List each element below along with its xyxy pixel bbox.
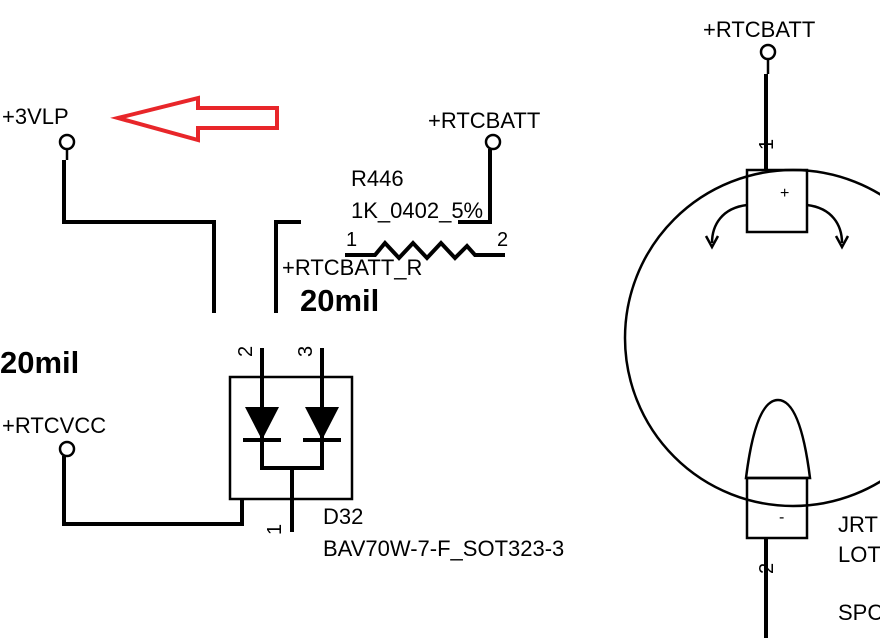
diode-pin3-label: 3: [295, 346, 317, 357]
battery-plus-sign: +: [780, 185, 789, 202]
battery-part-partial: LOT: [838, 542, 880, 567]
diode-refdes: D32: [323, 504, 363, 529]
power-port-rtcvcc: [58, 440, 76, 458]
battery-symbol: [623, 74, 880, 638]
diode-part-number: BAV70W-7-F_SOT323-3: [323, 536, 564, 561]
resistor-pin1: 1: [346, 229, 357, 251]
wire-rtcbatt-mid: [458, 149, 492, 224]
battery-outline: [623, 168, 880, 508]
resistor-symbol: [345, 239, 505, 261]
battery-minus-terminal: [745, 476, 809, 540]
battery-pin2-label: 2: [756, 563, 778, 574]
resistor-refdes: R446: [351, 166, 404, 191]
annotation-arrow: [110, 95, 279, 143]
battery-contact-spring: [744, 398, 812, 480]
power-port-rtcbatt-top: [759, 43, 777, 61]
net-label-rtcbatt-mid: +RTCBATT: [428, 108, 540, 133]
battery-minus-sign: -: [779, 509, 784, 526]
diode-d32: [228, 348, 354, 532]
battery-pin1-label: 1: [756, 139, 778, 150]
battery-clip-left-tip: [704, 235, 720, 250]
net-label-rtcbatt-top: +RTCBATT: [703, 17, 815, 42]
net-label-rtcbatt-r: +RTCBATT_R: [282, 255, 422, 280]
diode-pin2-label: 2: [235, 346, 257, 357]
battery-clip-right-tip: [834, 235, 850, 250]
battery-extra-partial: SPC: [838, 600, 880, 625]
power-port-3vlp: [58, 133, 76, 151]
trace-width-note-left: 20mil: [0, 345, 79, 380]
wire-3vlp: [62, 160, 216, 313]
diode-triangle-left: [245, 407, 279, 440]
net-label-3vlp: +3VLP: [2, 104, 69, 129]
diode-triangle-right: [305, 407, 339, 440]
diode-pin1-label: 1: [264, 524, 286, 535]
wire-rtcvcc: [62, 456, 244, 526]
battery-plus-terminal: [745, 168, 809, 234]
trace-width-note-right: 20mil: [300, 283, 379, 318]
resistor-value: 1K_0402_5%: [351, 198, 483, 223]
resistor-pin2: 2: [497, 229, 508, 251]
battery-clip-left: [710, 203, 748, 244]
battery-clip-right: [806, 203, 844, 244]
power-port-rtcbatt-mid: [484, 133, 502, 151]
net-label-rtcvcc: +RTCVCC: [2, 413, 106, 438]
wire-rtcbatt-r: [274, 220, 301, 313]
battery-refdes-partial: JRT: [838, 512, 878, 537]
